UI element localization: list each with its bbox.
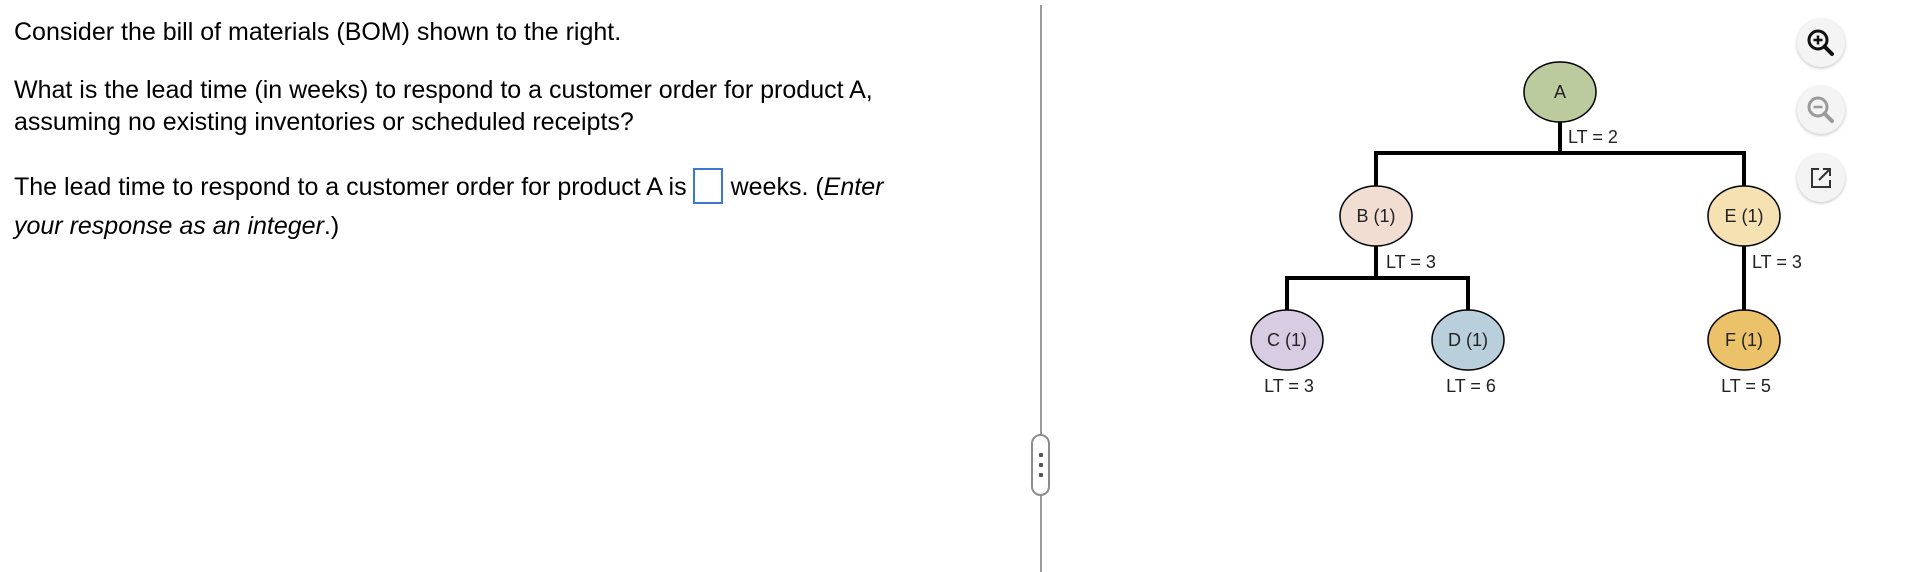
- node-e-label: E (1): [1724, 206, 1763, 226]
- lt-f-label: LT = 5: [1721, 376, 1771, 396]
- node-a-label: A: [1554, 82, 1566, 102]
- node-f: F (1): [1707, 309, 1781, 371]
- pane-divider: [1040, 5, 1042, 572]
- lt-b-label: LT = 3: [1386, 252, 1436, 272]
- instruction-italic-1: Enter: [823, 173, 884, 201]
- question-prompt-line-2: assuming no existing inventories or sche…: [14, 108, 634, 136]
- handle-dot: [1039, 453, 1043, 457]
- instruction-italic-2: your response as an integer: [14, 212, 324, 240]
- lt-d-label: LT = 6: [1446, 376, 1496, 396]
- pane-resize-handle[interactable]: [1031, 434, 1050, 496]
- node-d-label: D (1): [1448, 330, 1488, 350]
- popout-button[interactable]: [1797, 154, 1845, 202]
- answer-sentence-prefix: The lead time to respond to a customer o…: [14, 173, 687, 201]
- zoom-out-icon: [1807, 96, 1834, 123]
- node-b: B (1): [1339, 185, 1413, 247]
- bom-connectors: [1285, 122, 1746, 310]
- zoom-in-icon: [1807, 29, 1834, 56]
- lead-time-answer-input[interactable]: [692, 168, 723, 205]
- node-d: D (1): [1431, 309, 1505, 371]
- instruction-line: your response as an integer.): [14, 210, 339, 242]
- node-f-label: F (1): [1725, 330, 1763, 350]
- lt-c-label: LT = 3: [1264, 376, 1314, 396]
- node-b-label: B (1): [1356, 206, 1395, 226]
- node-c: C (1): [1250, 309, 1324, 371]
- question-pane: Consider the bill of materials (BOM) sho…: [14, 18, 884, 242]
- node-d-shape: [1431, 309, 1505, 371]
- node-a: A: [1523, 61, 1597, 123]
- answer-sentence-suffix: weeks. (: [730, 173, 824, 201]
- question-intro: Consider the bill of materials (BOM) sho…: [14, 18, 622, 46]
- zoom-in-button[interactable]: [1797, 19, 1845, 67]
- node-c-shape: [1250, 309, 1324, 371]
- lt-e-label: LT = 3: [1752, 252, 1802, 272]
- node-f-shape: [1707, 309, 1781, 371]
- node-b-shape: [1339, 185, 1413, 247]
- popout-icon: [1811, 168, 1831, 188]
- answer-sentence: The lead time to respond to a customer o…: [14, 168, 884, 205]
- node-e-shape: [1707, 185, 1781, 247]
- instruction-suffix: .): [323, 212, 340, 240]
- node-c-label: C (1): [1267, 330, 1307, 350]
- question-prompt-line-1: What is the lead time (in weeks) to resp…: [14, 76, 873, 104]
- node-a-shape: [1523, 61, 1597, 123]
- handle-dot: [1039, 463, 1043, 467]
- node-e: E (1): [1707, 185, 1781, 247]
- lt-a-label: LT = 2: [1568, 127, 1618, 147]
- handle-dot: [1039, 473, 1043, 477]
- zoom-out-button[interactable]: [1797, 86, 1845, 134]
